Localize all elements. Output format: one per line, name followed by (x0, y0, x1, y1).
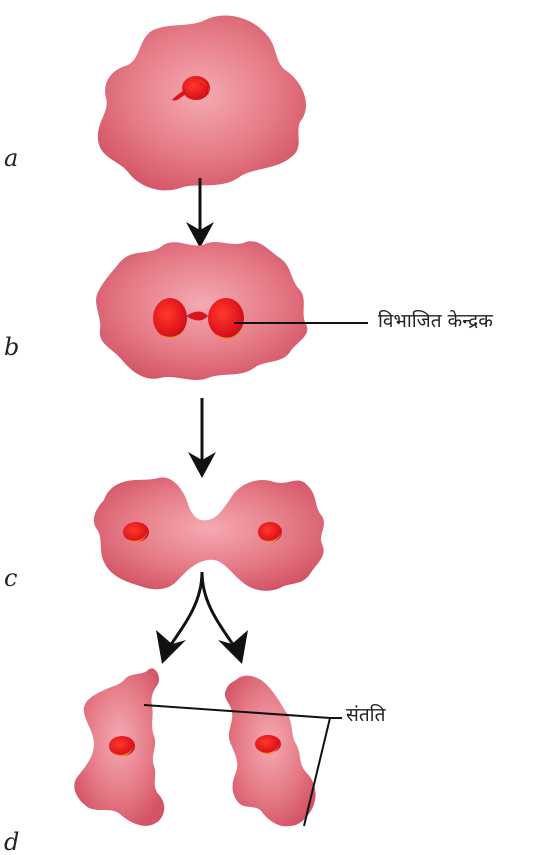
stage-label-b: b (4, 333, 20, 361)
cell-stage-d-right (224, 675, 316, 827)
nucleus-c-left-highlight (126, 530, 148, 543)
amoeba-body-c (93, 477, 324, 591)
offspring-label: संतति (346, 704, 386, 726)
nucleus-a-tail (172, 90, 186, 101)
nucleus-d-right (255, 735, 281, 753)
nucleus-c-left (123, 522, 149, 542)
nucleus-d-right-highlight (258, 742, 280, 755)
nucleus-d-left (109, 736, 135, 756)
nucleus-b-right-highlight (216, 324, 244, 339)
cell-stage-b (96, 241, 308, 380)
nucleus-b-right (208, 298, 244, 338)
nucleus-b-left (153, 298, 187, 338)
nucleus-a (182, 76, 210, 100)
dividing-nucleus-label: विभाजित केन्द्रक (378, 310, 493, 332)
offspring-pointers (143, 704, 342, 827)
cell-stage-d-left (74, 668, 165, 826)
stage-label-c: c (4, 564, 18, 592)
nucleus-c-right-highlight (260, 530, 282, 543)
arrow-c-to-d-left-head (156, 630, 186, 664)
stage-label-d: d (4, 828, 20, 855)
nucleus-b-bridge (186, 311, 208, 321)
amoeba-body-a (97, 15, 307, 191)
stage-label-a: a (4, 144, 19, 172)
arrow-c-to-d (156, 571, 248, 664)
arrow-a-to-b (186, 178, 214, 248)
nucleus-c-right (258, 522, 282, 542)
cell-stage-c (93, 477, 324, 591)
amoeba-body-b (96, 241, 308, 380)
cell-stage-a (97, 15, 307, 191)
arrow-c-to-d-right-head (218, 630, 248, 664)
arrow-b-to-c (188, 398, 216, 478)
nucleus-d-left-highlight (112, 744, 134, 757)
